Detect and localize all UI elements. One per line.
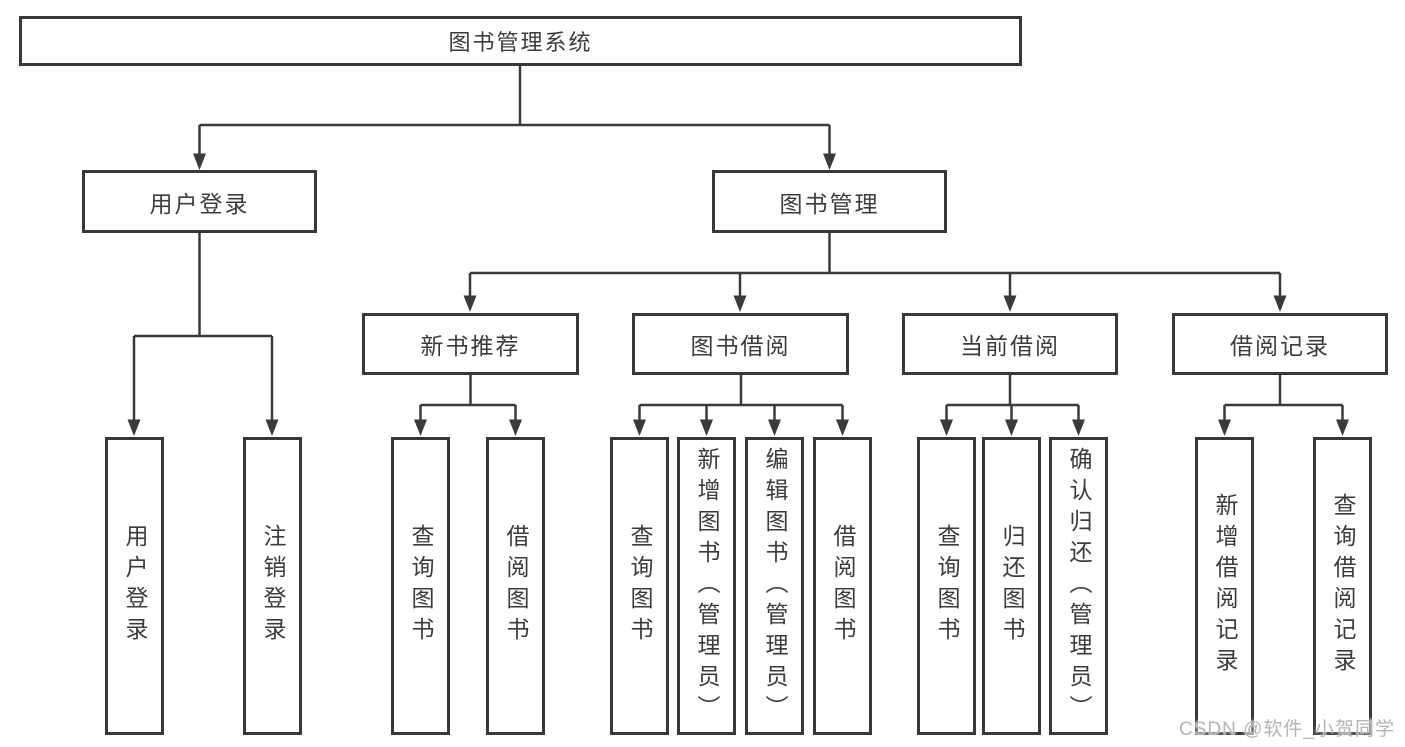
leaf-current-return-books-label: 归还图书 (999, 524, 1025, 648)
connector-new-book-recommendation-children (414, 373, 522, 436)
node-user-login-label: 用户登录 (149, 190, 250, 217)
leaf-borrowing-edit-books-admin-label: 编辑图书（管理员） (762, 446, 788, 726)
connector-root-to-level2 (193, 63, 836, 170)
leaf-recommend-query-books-label: 查询图书 (408, 524, 434, 648)
leaf-recommend-query-books: 查询图书 (391, 437, 450, 735)
leaf-borrowing-edit-books-admin: 编辑图书（管理员） (745, 437, 804, 735)
leaf-borrowing-add-books-admin-label: 新增图书（管理员） (694, 446, 720, 726)
node-root-label: 图书管理系统 (448, 30, 593, 55)
connector-book-management-children (463, 230, 1287, 312)
connector-book-borrowing-children (633, 373, 849, 436)
leaf-user-login-label: 用户登录 (122, 524, 148, 648)
node-user-login: 用户登录 (82, 170, 317, 233)
leaf-current-query-books-label: 查询图书 (934, 524, 960, 648)
leaf-logout: 注销登录 (243, 437, 302, 735)
node-book-management: 图书管理 (712, 170, 947, 233)
leaf-records-query-borrow-record-label: 查询借阅记录 (1330, 493, 1356, 679)
leaf-current-query-books: 查询图书 (917, 437, 976, 735)
leaf-records-add-borrow-record: 新增借阅记录 (1195, 437, 1254, 735)
node-new-book-recommendation-label: 新书推荐 (420, 333, 521, 359)
leaf-current-confirm-return-admin-label: 确认归还（管理员） (1066, 446, 1092, 726)
leaf-borrowing-borrow-books-label: 借阅图书 (830, 524, 856, 648)
connector-user-login-children (127, 230, 279, 436)
node-current-borrowing-label: 当前借阅 (960, 333, 1060, 359)
connector-current-borrowing-children (940, 373, 1085, 436)
watermark: CSDN @软件_小贺同学 (1179, 719, 1395, 740)
leaf-borrowing-add-books-admin: 新增图书（管理员） (677, 437, 736, 735)
leaf-borrowing-query-books: 查询图书 (610, 437, 669, 735)
leaf-current-confirm-return-admin: 确认归还（管理员） (1049, 437, 1108, 735)
leaf-logout-label: 注销登录 (260, 524, 286, 648)
leaf-borrowing-borrow-books: 借阅图书 (813, 437, 872, 735)
leaf-recommend-borrow-books-label: 借阅图书 (503, 524, 529, 648)
node-book-borrowing: 图书借阅 (632, 313, 849, 375)
leaf-current-return-books: 归还图书 (982, 437, 1041, 735)
node-borrowing-records: 借阅记录 (1172, 313, 1388, 375)
leaf-user-login: 用户登录 (105, 437, 164, 735)
node-current-borrowing: 当前借阅 (902, 313, 1118, 375)
leaf-records-query-borrow-record: 查询借阅记录 (1313, 437, 1372, 735)
node-book-management-label: 图书管理 (779, 190, 880, 217)
leaf-borrowing-query-books-label: 查询图书 (627, 524, 653, 648)
node-root: 图书管理系统 (19, 16, 1022, 66)
leaf-records-add-borrow-record-label: 新增借阅记录 (1212, 493, 1238, 679)
node-borrowing-records-label: 借阅记录 (1230, 333, 1330, 359)
connector-borrowing-records-children (1218, 373, 1349, 436)
node-book-borrowing-label: 图书借阅 (690, 333, 791, 359)
leaf-recommend-borrow-books: 借阅图书 (486, 437, 545, 735)
node-new-book-recommendation: 新书推荐 (362, 313, 579, 375)
